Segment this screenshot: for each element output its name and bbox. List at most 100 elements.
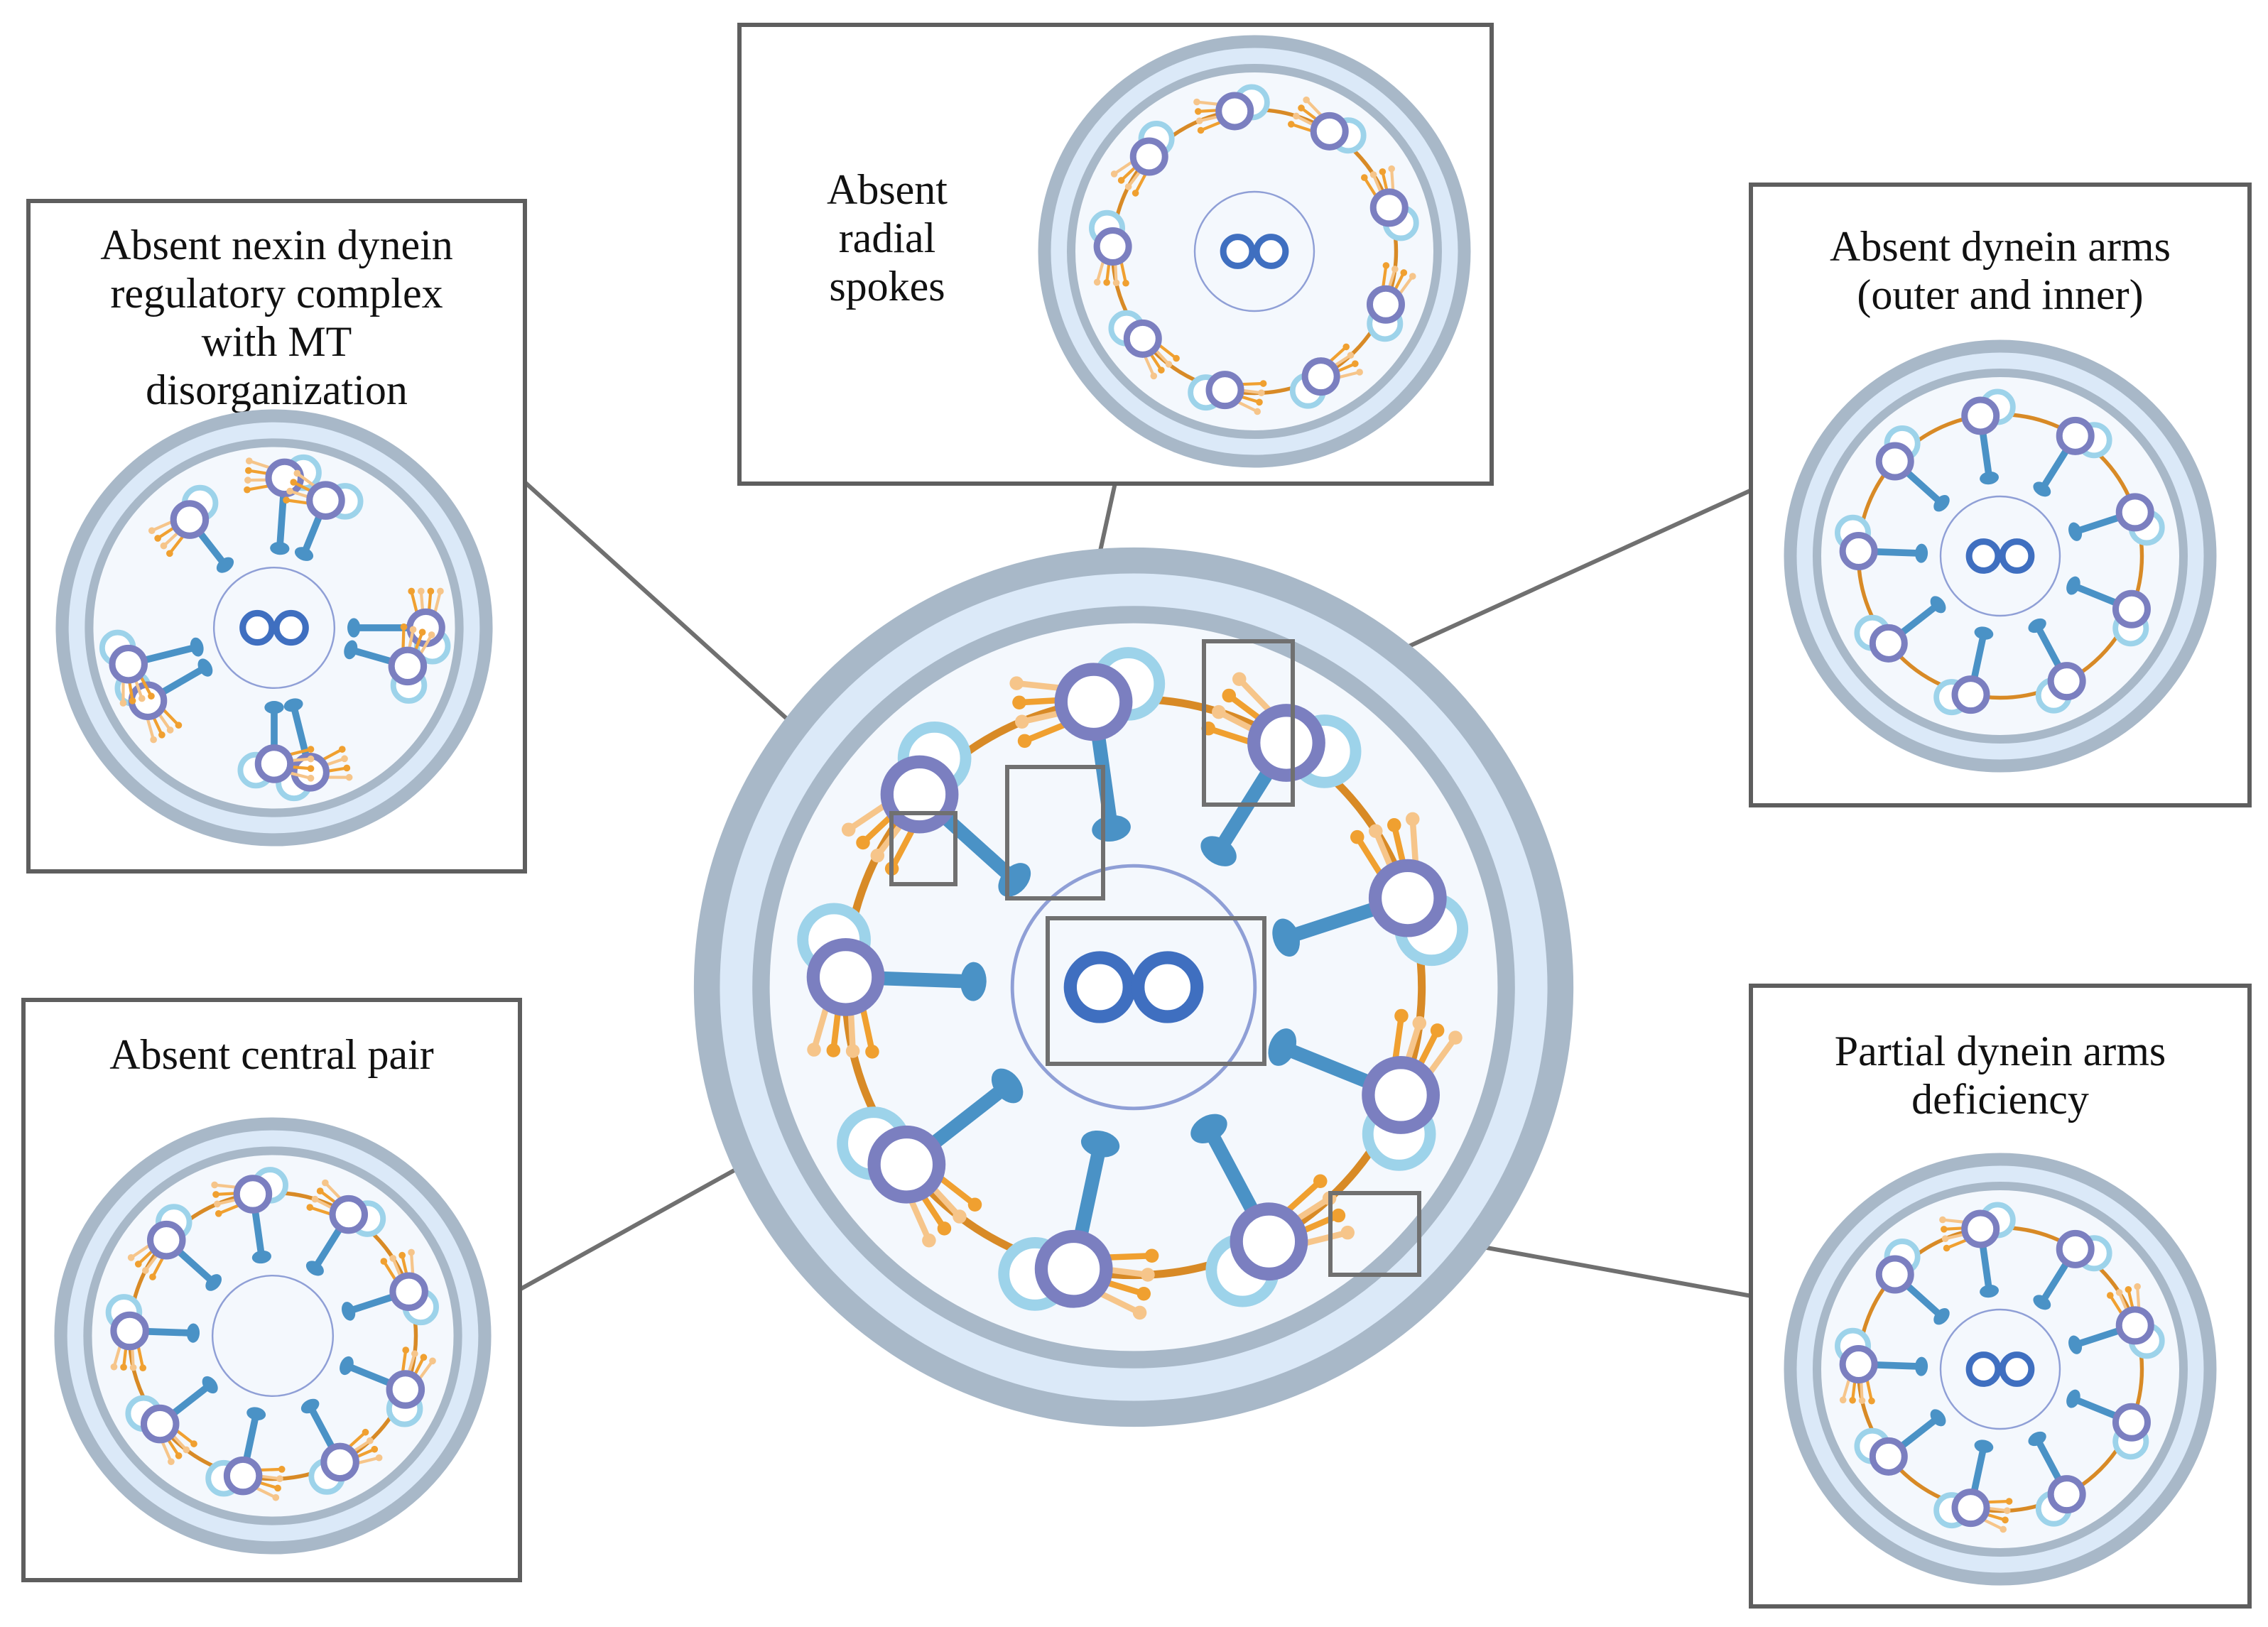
dynein-arm-head [1193, 98, 1200, 106]
dynein-arm-head [316, 1187, 324, 1195]
dynein-arm-head [1293, 112, 1300, 120]
spoke-head [2033, 1295, 2051, 1310]
dynein-arm-head [149, 1273, 156, 1280]
dynein-arm-head [141, 1267, 149, 1274]
dynein-arm-head [244, 477, 251, 484]
spoke-head [960, 962, 987, 1001]
radial-spoke [172, 1245, 212, 1282]
a-tubule [233, 1175, 273, 1214]
dynein-arm-head [409, 626, 417, 633]
radial-spoke [2041, 1256, 2072, 1301]
dynein-arm-head [371, 1445, 379, 1453]
dynein-arm-head [1150, 372, 1158, 380]
spoke-head [344, 640, 358, 660]
label-line: regulatory complex [110, 270, 443, 317]
dynein-arm-head [1356, 369, 1363, 376]
dynein-arm-head [1388, 165, 1395, 173]
radial-spoke [1978, 425, 1992, 475]
panel-absent-nexin: Absent nexin dynein regulatory complex w… [26, 199, 527, 874]
a-tubule [1951, 1489, 1990, 1528]
dynein-arm-head [845, 1044, 860, 1058]
dynein-arm-head [1093, 278, 1101, 286]
dynein-arm-head [307, 774, 315, 782]
a-tubule [2115, 493, 2154, 532]
radial-spoke [931, 805, 1012, 878]
axoneme-absent-nexin [55, 409, 493, 847]
radial-spoke [1867, 548, 1919, 557]
microtubule-doublet [797, 903, 987, 1059]
dynein-arm [1398, 274, 1414, 296]
dynein-arm-head [341, 755, 348, 763]
dynein-arm [1392, 1013, 1405, 1064]
dynein-arm-head [343, 764, 351, 772]
microtubule-doublet [841, 721, 1031, 897]
dynein-arm [1305, 98, 1323, 118]
radial-spoke [2078, 513, 2127, 533]
radial-spoke [2076, 1398, 2124, 1421]
dynein-arm-head [190, 1440, 197, 1447]
spoke-head [1080, 1130, 1120, 1158]
radial-spoke [1867, 1361, 1919, 1370]
dynein-arm [151, 1256, 165, 1279]
dynein-arm-head [408, 1248, 415, 1256]
radial-spoke [2041, 443, 2072, 488]
spoke-head [1980, 471, 1999, 485]
dynein-arm-head [1940, 1226, 1948, 1233]
central-microtubule [1220, 234, 1256, 269]
central-sheath [1193, 190, 1315, 312]
dynein-arm [1195, 100, 1220, 106]
microtubule-doublet [1289, 343, 1363, 409]
dynein-arm [1301, 1229, 1351, 1247]
microtubule-doublet [205, 1407, 286, 1501]
dynein-arm [175, 1428, 196, 1446]
dynein-arm [161, 707, 180, 727]
label-line: Partial dynein arms [1834, 1028, 2166, 1074]
dynein-arm-head [400, 623, 408, 631]
dynein-arm [1013, 680, 1064, 692]
axoneme-partial-dynein-deficiency [1784, 1153, 2217, 1586]
dynein-arm-head [1394, 1008, 1409, 1023]
dynein-arm-head [380, 1258, 388, 1265]
label-line: spokes [829, 263, 945, 310]
a-tubule [2112, 1403, 2151, 1442]
radial-spoke [315, 1221, 345, 1267]
dynein-arm-head [856, 835, 870, 850]
dynein-arm [409, 1251, 415, 1276]
dynein-arm [146, 717, 156, 741]
highlight-box-nexin [889, 811, 957, 886]
central-sheath [211, 1274, 335, 1398]
a-tubule [329, 1195, 369, 1234]
dynein-arm-head [1014, 714, 1029, 729]
spoke-head [216, 557, 234, 573]
microtubule-doublet [1089, 210, 1132, 287]
highlight-box-central-pair [1046, 916, 1266, 1066]
a-tubule [1205, 371, 1244, 410]
dynein-arm-head [1409, 273, 1416, 280]
radial-spoke [1287, 1045, 1384, 1093]
a-tubule [2047, 662, 2086, 701]
spoke-head [1974, 626, 1994, 640]
dynein-arm [1095, 259, 1105, 284]
radial-spoke [351, 1292, 401, 1313]
radial-spoke [251, 1203, 264, 1254]
microtubule-doublet [2028, 1431, 2086, 1527]
dynein-arm-head [245, 457, 253, 464]
spoke-head [186, 1323, 200, 1343]
a-tubule [1123, 319, 1162, 358]
dynein-arm-head [307, 765, 315, 773]
central-sheath [212, 566, 336, 690]
dynein-arm [212, 1183, 239, 1189]
a-tubule [110, 1311, 149, 1351]
dynein-arm-head [1132, 1305, 1147, 1320]
dynein-arm-head [2125, 1285, 2132, 1293]
central-microtubule [1999, 538, 2035, 574]
dynein-arm-head [244, 467, 252, 474]
dynein-arm-head [212, 1191, 219, 1198]
dynein-arm [859, 1005, 876, 1055]
dynein-arm-head [1132, 190, 1139, 197]
dynein-arm-head [168, 1458, 175, 1466]
dynein-arm [1239, 381, 1265, 386]
dynein-arm [347, 1430, 367, 1449]
dynein-arm [245, 484, 271, 491]
